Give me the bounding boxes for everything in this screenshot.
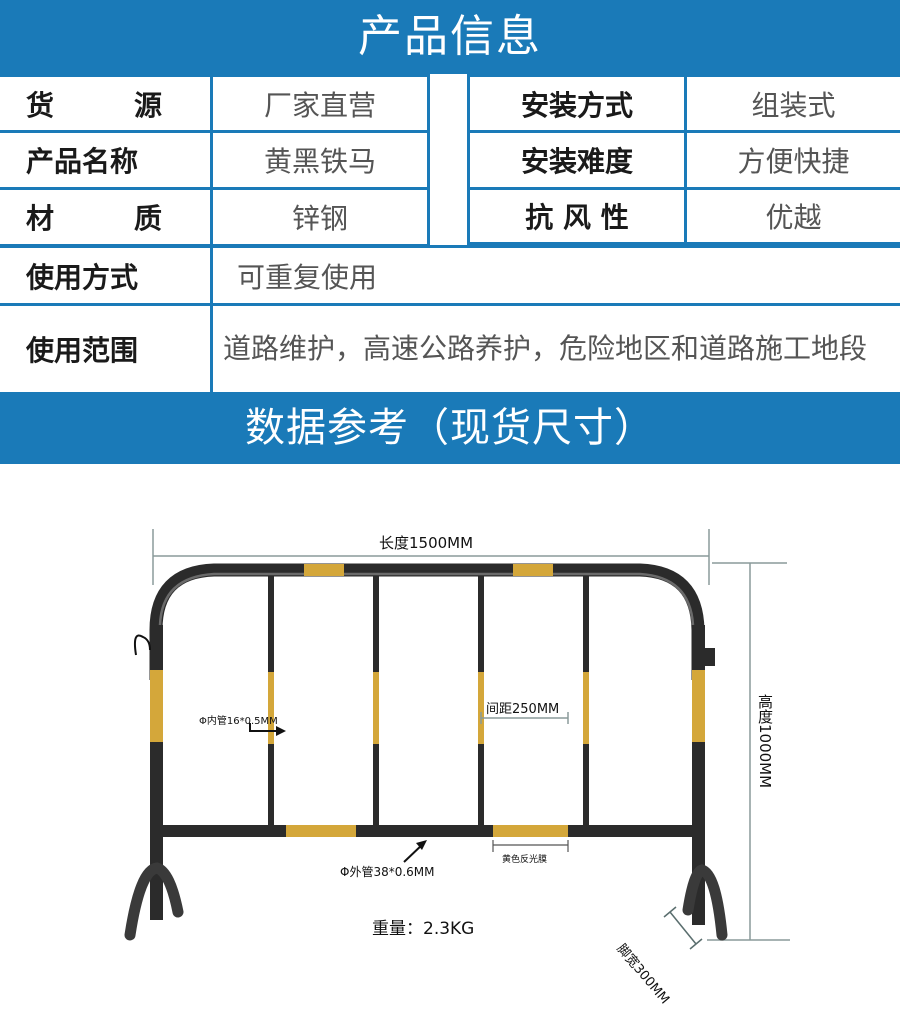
label-install-difficulty: 安装难度 [467,130,687,190]
label-product-name: 产品名称 [0,130,213,190]
value-install-difficulty: 方便快捷 [684,130,900,190]
label-source: 货 源 [0,74,213,133]
height-dimension-line [707,562,790,941]
label-material-char2: 质 [133,202,162,235]
spacing-dimension-line [480,712,569,724]
value-install-method: 组装式 [684,74,900,133]
left-foot [124,862,184,941]
connector-clip [705,648,715,666]
label-usage-method: 使用方式 [0,245,213,306]
height-label: 高度1000MM [756,694,774,789]
inner-bars [268,576,589,826]
length-dimension-line [152,529,710,585]
value-usage-scope: 道路维护，高速公路养护，危险地区和道路施工地段 [210,303,900,395]
length-label: 长度1500MM [379,534,474,552]
barrier-illustration [124,529,790,950]
label-install-method: 安装方式 [467,74,687,133]
frame-top-rail [149,563,705,680]
weight-label: 重量：2.3KG [372,919,475,939]
inner-tube-arrow [249,723,282,732]
label-source-char2: 源 [133,88,162,122]
bottom-rail [160,825,698,837]
foot-width-dimension-line [663,906,703,950]
outer-tube-label: Φ外管38*0.6MM [340,865,435,879]
hook [133,634,151,656]
right-foot [682,864,728,941]
reflective-dimension-line [492,840,569,852]
data-reference-header: 数据参考（现货尺寸） [0,392,900,464]
barrier-dimension-diagram: 长度1500MM 高度1000MM Φ内管16*0.5MM 间距250MM Φ外… [0,464,900,1017]
product-info-header: 产品信息 [0,0,900,74]
value-wind-resistance: 优越 [684,187,900,245]
label-wind-resistance: 抗 风 性 [467,187,687,245]
reflective-film-label: 黄色反光膜 [502,855,548,865]
value-material: 锌钢 [210,187,430,247]
value-usage-method: 可重复使用 [210,245,900,306]
inner-tube-label: Φ内管16*0.5MM [199,716,278,727]
value-product-name: 黄黑铁马 [210,130,430,190]
spacing-label: 间距250MM [486,702,560,717]
label-source-char1: 货 [26,88,55,122]
label-material: 材 质 [0,187,213,247]
value-source: 厂家直营 [210,74,430,133]
label-usage-scope: 使用范围 [0,303,213,395]
label-material-char1: 材 [26,202,55,235]
